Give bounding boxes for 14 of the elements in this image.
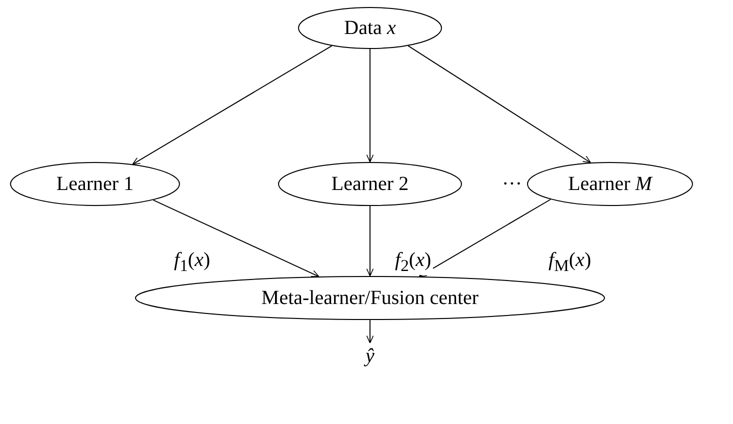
ellipse-node: Learner 2 <box>278 162 462 206</box>
arrow <box>408 45 592 164</box>
arrow <box>152 200 320 278</box>
output-label: ŷ <box>361 343 379 369</box>
edge-label: f$_{2}$(x) <box>393 249 434 276</box>
arrow <box>366 206 374 276</box>
ellipse-node: Meta-learner/Fusion center <box>135 276 605 320</box>
ellipse-node: Data x <box>298 7 442 49</box>
ellipse-node: Learner 1 <box>10 162 180 206</box>
arrow <box>418 198 552 277</box>
arrow <box>132 45 332 165</box>
arrow <box>366 48 374 162</box>
arrow <box>366 320 374 344</box>
ellipse-node: Learner M <box>527 162 693 206</box>
